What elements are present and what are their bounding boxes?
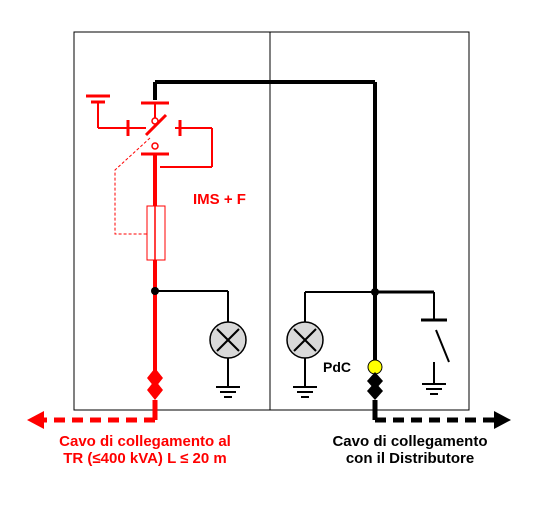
arrow-right-icon [375,411,511,429]
transformer-cable-caption: Cavo di collegamento al TR (≤400 kVA) L … [10,433,280,467]
caption-line: Cavo di collegamento al [59,433,231,450]
cabinet-enclosure [73,31,470,411]
distributor-busbar [153,80,377,362]
caption-line: con il Distributore [345,449,475,467]
distributor-cable-caption: Cavo di collegamento con il Distributore [300,433,520,467]
arrow-left-icon [27,411,155,429]
lamp-icon [286,321,324,359]
left-lamp-branch [151,287,229,322]
ground-icon [216,358,240,398]
earthing-switch-icon [86,94,146,136]
ground-icon [293,358,317,398]
pdc-label: PdC [323,359,351,375]
disconnector-switch-icon [141,101,213,168]
right-lamp-branch [304,288,379,322]
caption-line: Cavo di collegamento [332,433,488,450]
cable-termination-icon [147,368,163,420]
caption-line: TR (≤400 kVA) L ≤ 20 m [63,449,227,467]
earthing-switch-icon [375,290,450,395]
fuse-icon [114,137,166,266]
lamp-icon [209,321,247,359]
ims-fuse-label: IMS + F [193,191,246,208]
cable-termination-icon [367,372,383,420]
pdc-marker [367,359,383,375]
